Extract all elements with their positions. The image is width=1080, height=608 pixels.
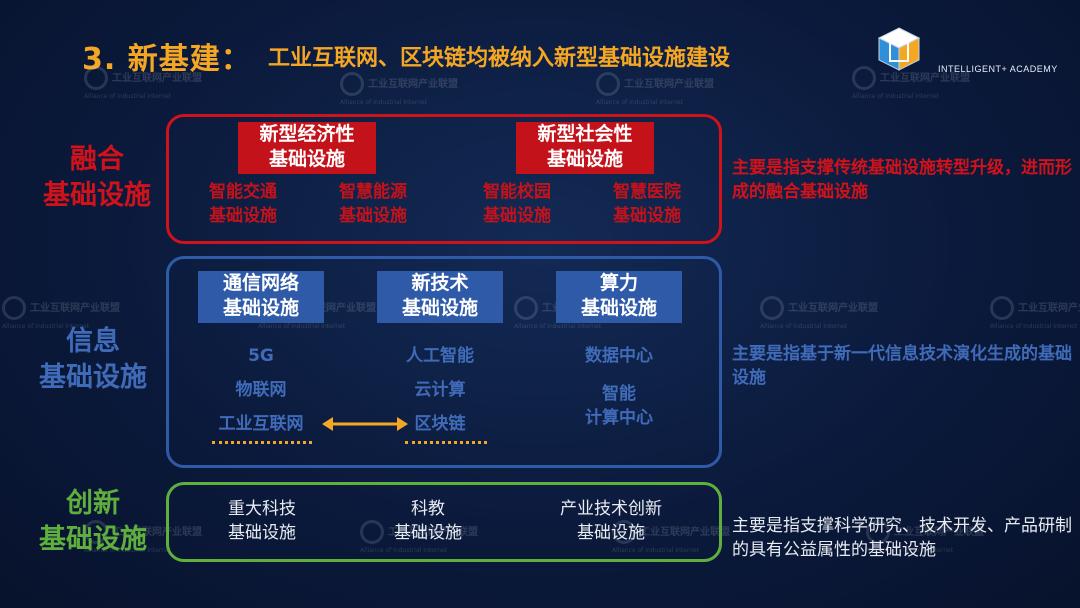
info-item-blockchain: 区块链 <box>414 414 466 434</box>
info-item-cloud: 云计算 <box>414 380 466 400</box>
gear-icon <box>360 520 384 544</box>
gear-icon <box>340 72 364 96</box>
dotted-underline <box>405 441 487 444</box>
fusion-item-campus: 智能校园基础设施 <box>483 182 551 226</box>
page-title: 工业互联网、区块链均被纳入新型基础设施建设 <box>268 46 731 71</box>
gear-icon <box>866 520 890 544</box>
info-item-5g: 5G <box>248 346 274 366</box>
gear-icon <box>514 296 538 320</box>
gear-icon <box>760 296 784 320</box>
gear-icon <box>852 66 876 90</box>
innovation-item-sci-edu: 科教基础设施 <box>394 499 462 543</box>
fusion-section-title: 融合基础设施 <box>43 144 151 211</box>
innovation-item-major-sci: 重大科技基础设施 <box>228 499 296 543</box>
info-section-title: 信息基础设施 <box>39 326 147 393</box>
info-header-newtech: 新技术基础设施 <box>377 271 503 323</box>
gear-icon <box>2 296 26 320</box>
gear-icon <box>84 520 108 544</box>
fusion-header-social: 新型社会性基础设施 <box>516 122 654 174</box>
fusion-item-energy: 智慧能源基础设施 <box>339 182 407 226</box>
gear-icon <box>84 66 108 90</box>
gear-icon <box>596 72 620 96</box>
info-item-industrial-internet: 工业互联网 <box>218 414 304 434</box>
fusion-box <box>166 114 722 244</box>
info-item-datacenter: 数据中心 <box>585 346 653 366</box>
title-number: 3. 新基建： <box>82 42 252 77</box>
innovation-description: 主要是指支撑科学研究、技术开发、产品研制的具有公益属性的基础设施 <box>732 516 1072 560</box>
info-item-iot: 物联网 <box>235 380 287 400</box>
info-description: 主要是指基于新一代信息技术演化生成的基础设施 <box>732 344 1072 388</box>
logo-text: INTELLIGENT+ ACADEMY <box>938 64 1058 74</box>
fusion-description: 主要是指支撑传统基础设施转型升级，进而形成的融合基础设施 <box>732 158 1072 202</box>
info-box <box>166 256 722 468</box>
gear-icon <box>990 296 1014 320</box>
innovation-box <box>166 482 722 562</box>
info-header-compute: 算力基础设施 <box>556 271 682 323</box>
dotted-underline <box>212 441 312 444</box>
info-header-network: 通信网络基础设施 <box>198 271 324 323</box>
double-arrow-icon <box>322 417 408 431</box>
fusion-item-hospital: 智慧医院基础设施 <box>613 182 681 226</box>
innovation-section-title: 创新基础设施 <box>39 488 147 555</box>
fusion-header-economic: 新型经济性基础设施 <box>238 122 376 174</box>
info-item-ai: 人工智能 <box>406 346 474 366</box>
gear-icon <box>612 520 636 544</box>
cube-logo-icon <box>877 27 921 71</box>
innovation-item-industry-tech: 产业技术创新基础设施 <box>560 499 662 543</box>
fusion-item-transport: 智能交通基础设施 <box>209 182 277 226</box>
info-item-intelligent-computing: 智能计算中心 <box>585 384 653 428</box>
